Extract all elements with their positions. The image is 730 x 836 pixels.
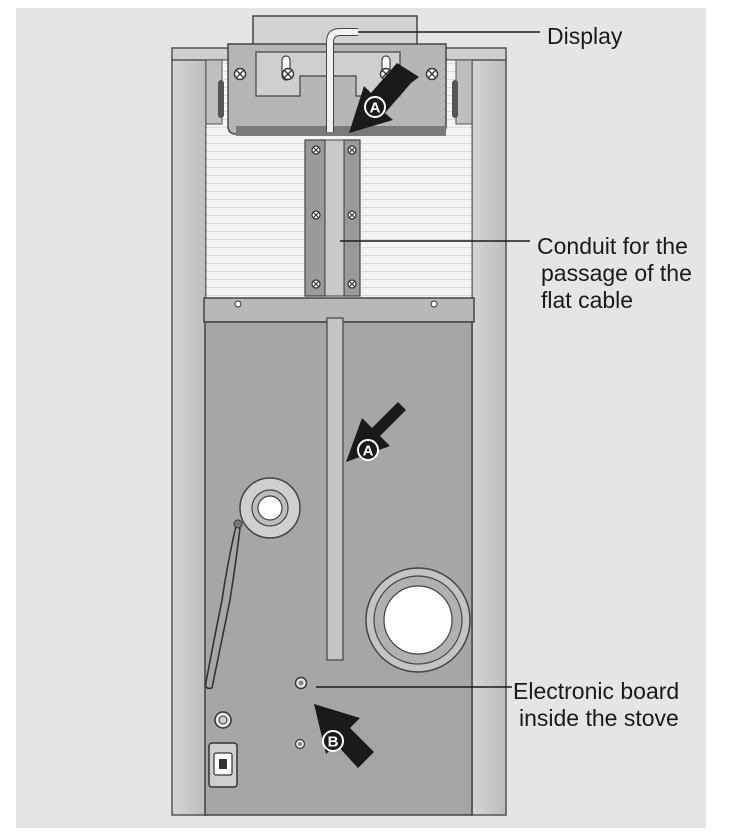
flat-cable (326, 28, 358, 132)
crossbar-hole-left (234, 300, 242, 308)
upper-arrow-badge (364, 96, 386, 118)
board-label-line2: inside the stove (519, 705, 679, 731)
right-bracket (455, 59, 473, 125)
conduit-label-line3: flat cable (541, 287, 634, 313)
conduit-label: Conduit for the passage of the flat cabl… (537, 233, 692, 314)
right-slot (452, 80, 458, 118)
left-side-panel (171, 57, 207, 816)
display-label: Display (547, 23, 622, 50)
sensor-wire-terminal (233, 519, 243, 529)
board-label-line1: Electronic board (513, 678, 680, 704)
upper-arrow-label: A (370, 100, 381, 117)
smoke-outlet-hole (383, 585, 453, 655)
lower-cable-duct (326, 317, 344, 661)
lower-arrow-label: B (328, 734, 339, 751)
lower-screw-inner (298, 742, 302, 746)
upper-arrow-icon (349, 63, 419, 133)
middle-arrow-a: A (346, 402, 414, 462)
middle-arrow-label: A (363, 443, 374, 460)
conduit-label-line1: Conduit for the (537, 233, 688, 259)
conduit-channel (324, 139, 345, 297)
upper-arrow-a: A (349, 63, 419, 133)
lower-arrow-icon (314, 704, 374, 768)
display-module-shadow (236, 126, 446, 136)
board-screw-inner (298, 680, 304, 686)
display-label-text: Display (547, 23, 623, 49)
lower-arrow-badge (322, 730, 344, 752)
power-socket-pin (219, 759, 227, 769)
crossbar-hole-right (430, 300, 438, 308)
middle-arrow-badge (357, 439, 379, 461)
right-side-panel (471, 57, 507, 816)
fuse-holder-inner (218, 715, 228, 725)
sensor-wire (204, 525, 241, 690)
conduit-label-line2: passage of the (541, 260, 692, 286)
display-screws (233, 67, 439, 81)
conduit-screws (311, 145, 357, 289)
air-intake-hole (257, 495, 283, 521)
flat-cable-outline (326, 28, 358, 132)
left-slot (218, 80, 224, 118)
board-label: Electronic board inside the stove (513, 678, 679, 732)
lower-arrow-b: B (314, 704, 374, 768)
